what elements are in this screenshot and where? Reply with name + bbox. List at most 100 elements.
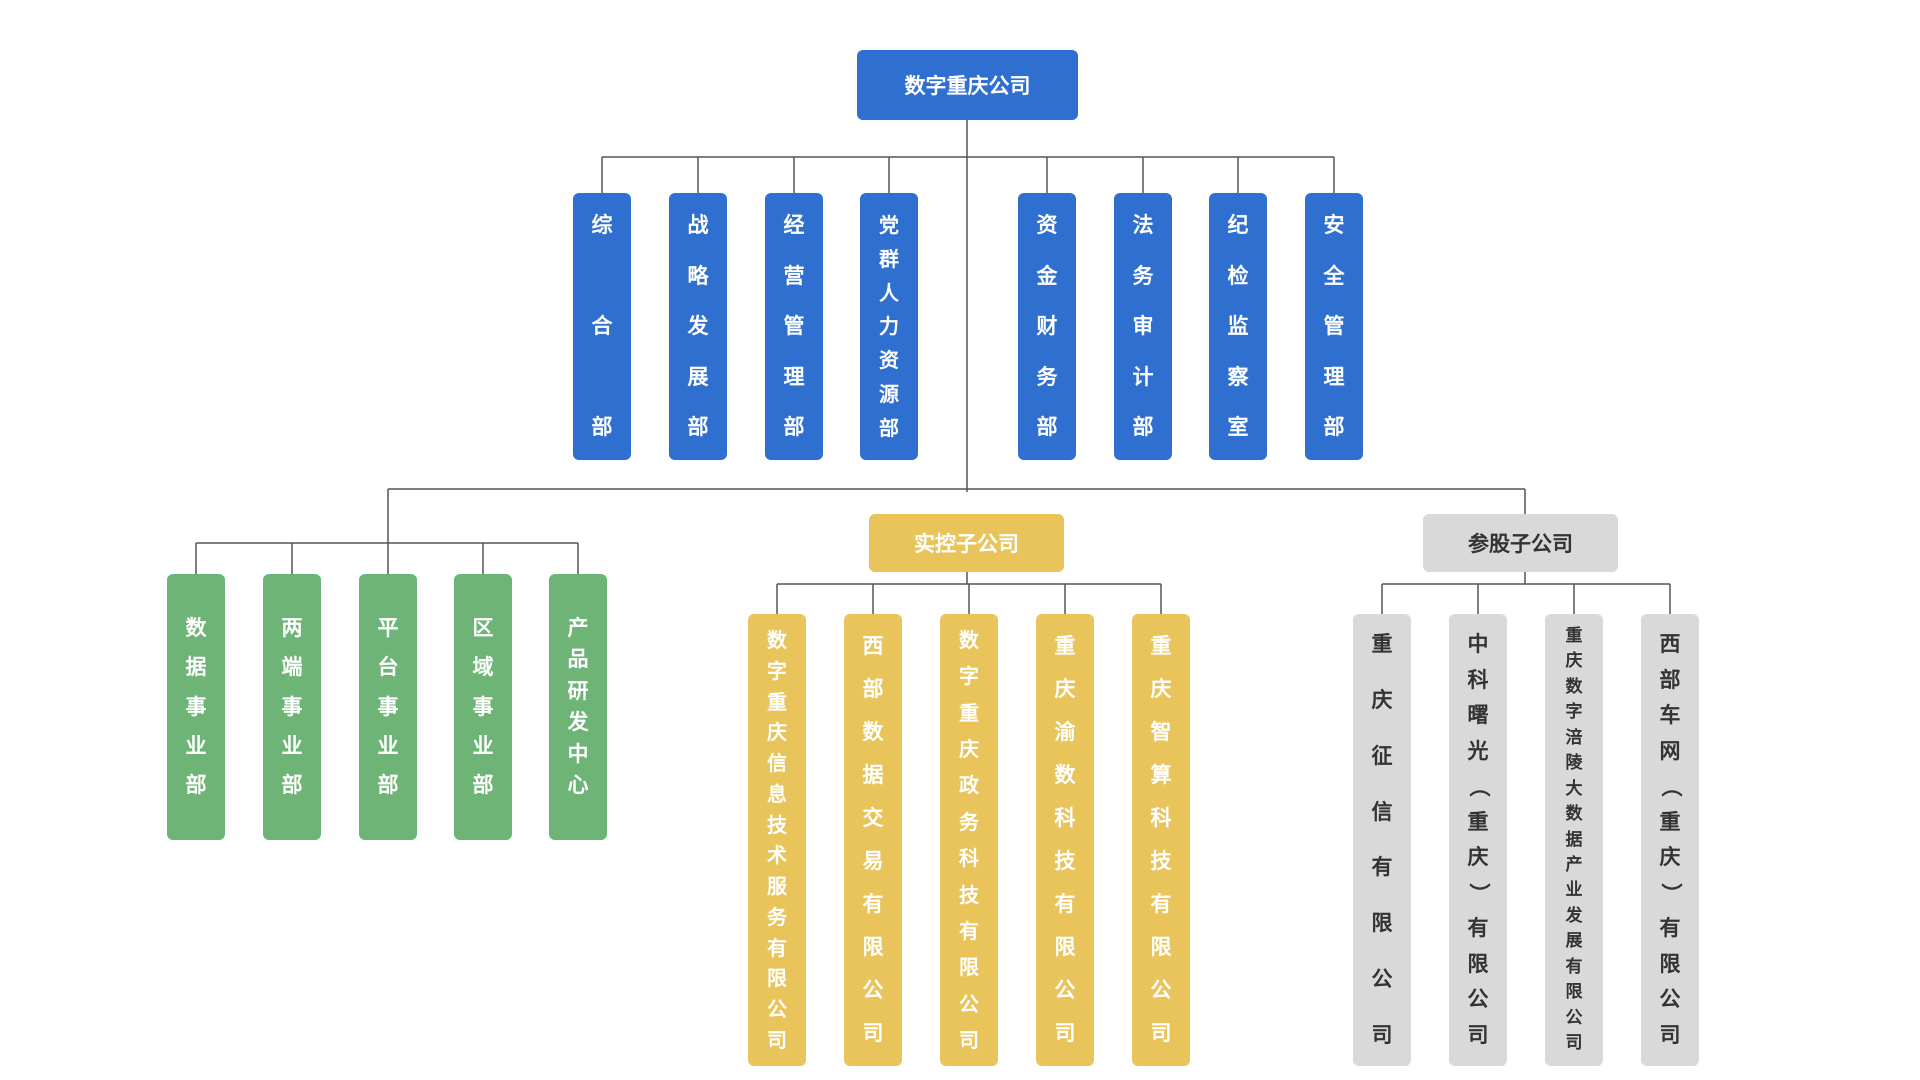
node-char: 限 [767,966,787,991]
node-char: 大 [1565,778,1583,799]
node-char: 室 [1227,415,1249,439]
node-char: 部 [281,773,303,797]
node-char: 部 [377,773,399,797]
node-char: 据 [862,763,884,787]
node-char: 科 [959,846,979,871]
node-char: 庆 [1659,845,1681,870]
node-char: 察 [1227,364,1249,389]
node-char: 事 [281,694,303,719]
node-char: 计 [1132,364,1154,389]
node-zhengxin[interactable]: 重庆征信有限公司 [1353,614,1411,1066]
node-char: 公 [1467,987,1489,1012]
node-char: 审 [1132,314,1154,338]
node-chewang[interactable]: 西部车网（重庆）有限公司 [1641,614,1699,1066]
node-char: 重 [1371,632,1393,656]
node-char: 发 [567,710,589,735]
node-xibu-jiaoyi[interactable]: 西部数据交易有限公司 [844,614,902,1066]
node-dangqun[interactable]: 党群人力资源部 [860,193,918,460]
node-char: 监 [1227,314,1249,338]
node-char: 公 [959,991,979,1016]
node-char: 平 [377,616,399,640]
node-char: 展 [1565,931,1583,952]
node-char: 重 [959,700,979,725]
node-char: 限 [1150,935,1172,959]
node-char: 区 [472,616,494,640]
node-char: 庆 [1150,677,1172,701]
node-char: 数 [1565,676,1583,697]
invested-group-node[interactable]: 参股子公司 [1423,514,1618,572]
node-char: 据 [185,655,207,680]
node-char: 息 [767,781,787,806]
node-char: 力 [879,314,899,339]
node-char: 限 [959,955,979,980]
node-char: 纪 [1227,213,1249,237]
node-char: 金 [1036,263,1058,288]
node-char: 科 [1467,667,1489,692]
node-zhengwu[interactable]: 数字重庆政务科技有限公司 [940,614,998,1066]
node-anquan[interactable]: 安全管理部 [1305,193,1363,460]
node-char: 庆 [1565,651,1583,672]
node-char: 有 [1371,855,1393,880]
node-xinxi[interactable]: 数字重庆信息技术服务有限公司 [748,614,806,1066]
node-char: 限 [1467,951,1489,976]
node-char: 庆 [1371,687,1393,712]
node-pingtai[interactable]: 平台事业部 [359,574,417,840]
node-shuju[interactable]: 数据事业部 [167,574,225,840]
node-zhanlue[interactable]: 战略发展部 [669,193,727,460]
node-zhisuan[interactable]: 重庆智算科技有限公司 [1132,614,1190,1066]
node-quyu[interactable]: 区域事业部 [454,574,512,840]
node-char: 理 [783,364,805,389]
node-char: 理 [1323,364,1345,389]
node-char: 限 [1565,982,1583,1003]
node-char: 技 [1054,849,1076,873]
node-char: 技 [959,882,979,907]
node-jijian[interactable]: 纪检监察室 [1209,193,1267,460]
node-char: 公 [1054,978,1076,1002]
node-char: 发 [687,314,709,338]
node-jingying[interactable]: 经营管理部 [765,193,823,460]
node-fuling[interactable]: 重庆数字涪陵大数据产业发展有限公司 [1545,614,1603,1066]
node-char: 部 [472,773,494,797]
node-liangduan[interactable]: 两端事业部 [263,574,321,840]
node-char: 庆 [1054,677,1076,701]
node-char: 技 [1150,849,1172,873]
node-char: 西 [862,634,884,658]
node-char: 资 [879,348,899,373]
node-char: 司 [1054,1021,1076,1045]
node-char: 司 [862,1021,884,1045]
node-char: 重 [767,689,787,714]
node-char: 限 [1371,911,1393,936]
node-char: ） [1658,882,1683,904]
node-zonghe[interactable]: 综合部 [573,193,631,460]
node-char: 合 [591,314,613,338]
node-char: 据 [1565,829,1583,850]
node-zijin[interactable]: 资金财务部 [1018,193,1076,460]
node-char: 略 [687,263,709,288]
node-char: 务 [959,809,979,834]
node-fawu[interactable]: 法务审计部 [1114,193,1172,460]
node-char: 安 [1323,213,1345,237]
node-char: 重 [1054,634,1076,658]
node-char: 务 [1132,263,1154,288]
node-shuguang[interactable]: 中科曙光（重庆）有限公司 [1449,614,1507,1066]
node-char: 重 [1659,809,1681,834]
node-char: 部 [687,415,709,439]
node-char: 法 [1132,213,1154,237]
node-char: 综 [591,213,613,237]
node-chanpin[interactable]: 产品研发中心 [549,574,607,840]
node-char: 司 [1659,1022,1681,1047]
node-char: 部 [783,415,805,439]
node-char: 业 [472,733,494,758]
node-yushu[interactable]: 重庆渝数科技有限公司 [1036,614,1094,1066]
node-char: 陵 [1565,753,1583,774]
node-char: 部 [862,677,884,701]
root-node[interactable]: 数字重庆公司 [857,50,1078,120]
node-char: （ [1658,776,1683,798]
node-char: 发 [1565,905,1583,926]
node-char: 公 [1659,987,1681,1012]
node-char: 网 [1659,738,1681,763]
node-char: 部 [1036,415,1058,439]
controlled-group-node[interactable]: 实控子公司 [869,514,1064,572]
node-char: 司 [1371,1022,1393,1047]
